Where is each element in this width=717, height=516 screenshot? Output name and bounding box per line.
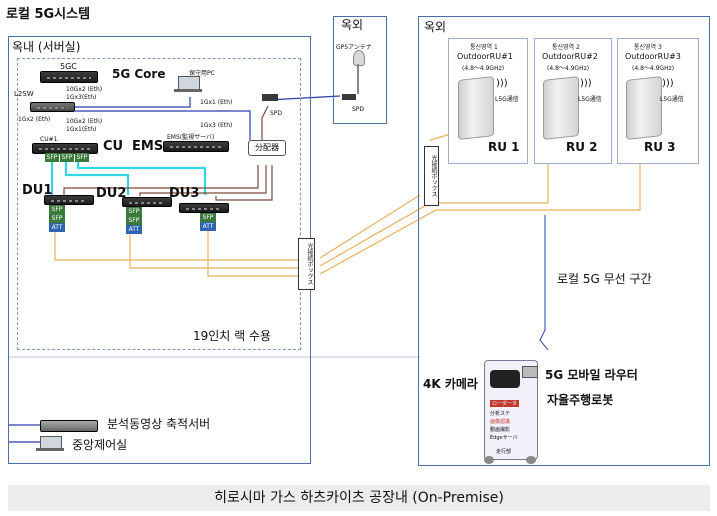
l2sw-switch-icon bbox=[30, 102, 75, 112]
ru3-name: RU 3 bbox=[644, 140, 676, 154]
router-icon bbox=[522, 366, 538, 378]
ru1-device-icon bbox=[458, 76, 494, 140]
gps-mast bbox=[357, 64, 359, 94]
page-title: 로컬 5G시스템 bbox=[6, 7, 91, 22]
gps-antenna-icon bbox=[353, 50, 365, 66]
robot-panel-2: 分析ステ bbox=[490, 411, 511, 417]
du1-att: ATT bbox=[49, 223, 65, 232]
port-1gx3-a: 1Gx3(Eth) bbox=[66, 94, 97, 101]
ru2-freq: (4.8～4.9GHz) bbox=[547, 65, 590, 72]
du2-sfp1: SFP bbox=[126, 207, 142, 216]
camera-icon bbox=[490, 370, 520, 388]
router-label: 5G 모바일 라우터 bbox=[545, 368, 638, 382]
du1-label: DU1 bbox=[22, 183, 53, 198]
ru1-comm: L5G通信 bbox=[495, 96, 519, 103]
outdoor-spd-label: SPD bbox=[352, 106, 365, 113]
cu-big-label: CU bbox=[103, 139, 124, 154]
pc-label: 保守用PC bbox=[189, 70, 215, 77]
du1-sfp2: SFP bbox=[49, 214, 65, 223]
du2-label: DU2 bbox=[96, 186, 127, 201]
robot-panel-6: 走行部 bbox=[496, 449, 512, 455]
ru3-device-icon bbox=[626, 76, 662, 140]
ru2-area: 통신영역 2 bbox=[552, 44, 580, 51]
label-5gcore: 5G Core bbox=[112, 67, 166, 81]
ru2-device-icon bbox=[543, 76, 579, 140]
indoor-title: 옥내 (서버실) bbox=[12, 40, 81, 54]
ru2-signal-icon: ))) bbox=[580, 78, 592, 89]
ru1-name: RU 1 bbox=[488, 140, 520, 154]
du1-sfp1: SFP bbox=[49, 205, 65, 214]
indoor-spd-label: SPD bbox=[270, 110, 283, 117]
port-1gx3-ems: 1Gx3 (Eth) bbox=[200, 122, 233, 129]
port-1gx2: 1Gx2 (Eth) bbox=[18, 116, 51, 123]
cu-sfp-3: SFP bbox=[75, 153, 89, 162]
ems-server-icon bbox=[163, 141, 229, 152]
ru1-freq: (4.8～4.9GHz) bbox=[462, 65, 505, 72]
footer-caption: 히로시마 가스 하츠카이츠 공장내 (On-Premise) bbox=[8, 485, 710, 511]
rack-frame bbox=[17, 58, 301, 350]
cu-sfp-2: SFP bbox=[60, 153, 74, 162]
ru1-model: OutdoorRU#1 bbox=[457, 52, 513, 61]
du1-server-icon bbox=[44, 195, 94, 205]
outdoor-gps-frame bbox=[333, 16, 387, 124]
cu-label: CU#1 bbox=[40, 136, 58, 143]
ru3-signal-icon: ))) bbox=[662, 78, 674, 89]
robot-wheel-left bbox=[484, 456, 494, 464]
ems-label: EMS bbox=[132, 139, 164, 154]
du2-att: ATT bbox=[126, 225, 142, 234]
control-laptop-base bbox=[36, 448, 64, 451]
spd-device-icon bbox=[342, 94, 356, 100]
port-1gx1-pc: 1Gx1 (Eth) bbox=[200, 99, 233, 106]
splice-box-indoor: 光接続ボックス bbox=[298, 238, 315, 290]
robot-wheel-right bbox=[526, 456, 536, 464]
ru3-model: OutdoorRU#3 bbox=[625, 52, 681, 61]
outdoor-gps-title: 옥외 bbox=[341, 18, 364, 32]
du3-server-icon bbox=[179, 203, 229, 213]
ru1-area: 통신영역 1 bbox=[470, 44, 498, 51]
du2-sfp2: SFP bbox=[126, 216, 142, 225]
ru3-area: 통신영역 3 bbox=[634, 44, 662, 51]
port-10gx2-a: 10Gx2 (Eth) bbox=[66, 86, 103, 93]
ru2-name: RU 2 bbox=[566, 140, 598, 154]
ems-sub-label: EMS(監視サーバ) bbox=[167, 134, 215, 141]
ru1-signal-icon: ))) bbox=[496, 78, 508, 89]
camera-label: 4K 카메라 bbox=[423, 377, 478, 391]
label-5gc: 5GC bbox=[60, 62, 77, 71]
cu-sfp-1: SFP bbox=[45, 153, 59, 162]
indoor-spd-icon bbox=[262, 94, 278, 101]
robot-panel-4: 動画撮影 bbox=[490, 427, 511, 433]
port-10gx2-b: 10Gx2 (Eth) bbox=[66, 118, 103, 125]
outdoor-title: 옥외 bbox=[424, 20, 447, 34]
ru3-freq: (4.8～4.9GHz) bbox=[632, 65, 675, 72]
5gc-server-icon bbox=[40, 71, 98, 83]
laptop-base bbox=[174, 89, 202, 92]
storage-server-icon bbox=[40, 420, 98, 432]
du3-sfp1: SFP bbox=[200, 213, 216, 222]
gps-label: GPSアンテナ bbox=[336, 44, 372, 51]
ru2-comm: L5G通信 bbox=[578, 96, 602, 103]
control-room-label: 중앙제어실 bbox=[72, 438, 128, 452]
outdoor-frame bbox=[418, 16, 710, 466]
storage-server-label: 분석동영상 축적서버 bbox=[107, 417, 211, 431]
robot-panel-3: 画像認識 bbox=[490, 419, 511, 425]
robot-panel-1: ローダータ bbox=[490, 400, 520, 407]
port-1gx1-b: 1Gx1(Eth) bbox=[66, 126, 97, 133]
robot-label: 자율주행로봇 bbox=[547, 393, 614, 407]
wireless-label: 로컬 5G 무선 구간 bbox=[557, 272, 652, 286]
label-l2sw: L2SW bbox=[14, 90, 34, 98]
ru3-comm: L5G通信 bbox=[660, 96, 684, 103]
splitter-box: 分配器 bbox=[248, 140, 286, 156]
splice-box-outdoor: 光接続ボックス bbox=[424, 146, 439, 206]
ru2-model: OutdoorRU#2 bbox=[542, 52, 598, 61]
robot-panel-5: Edgeサーバ bbox=[490, 435, 518, 441]
du2-server-icon bbox=[122, 197, 172, 207]
du3-att: ATT bbox=[200, 222, 216, 231]
rack-note: 19인치 랙 수용 bbox=[193, 329, 272, 343]
du3-label: DU3 bbox=[169, 186, 200, 201]
